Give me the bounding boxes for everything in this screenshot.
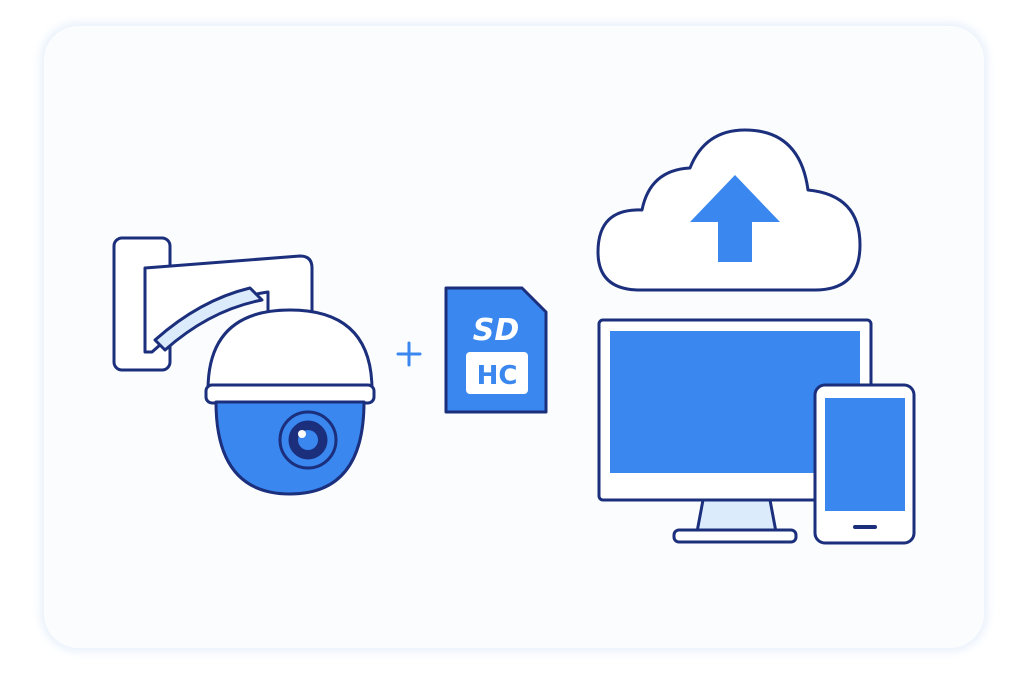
camera-mount-icon [112, 236, 314, 372]
sd-label: SD [473, 313, 520, 348]
plus-icon [396, 341, 422, 367]
upload-arrow-icon [690, 175, 780, 262]
hc-label: HC [477, 361, 518, 391]
sd-card-icon: SD HC [444, 286, 548, 414]
smartphone-icon [813, 383, 916, 545]
security-camera-icon [204, 308, 376, 496]
cloud-upload-icon [596, 128, 862, 292]
